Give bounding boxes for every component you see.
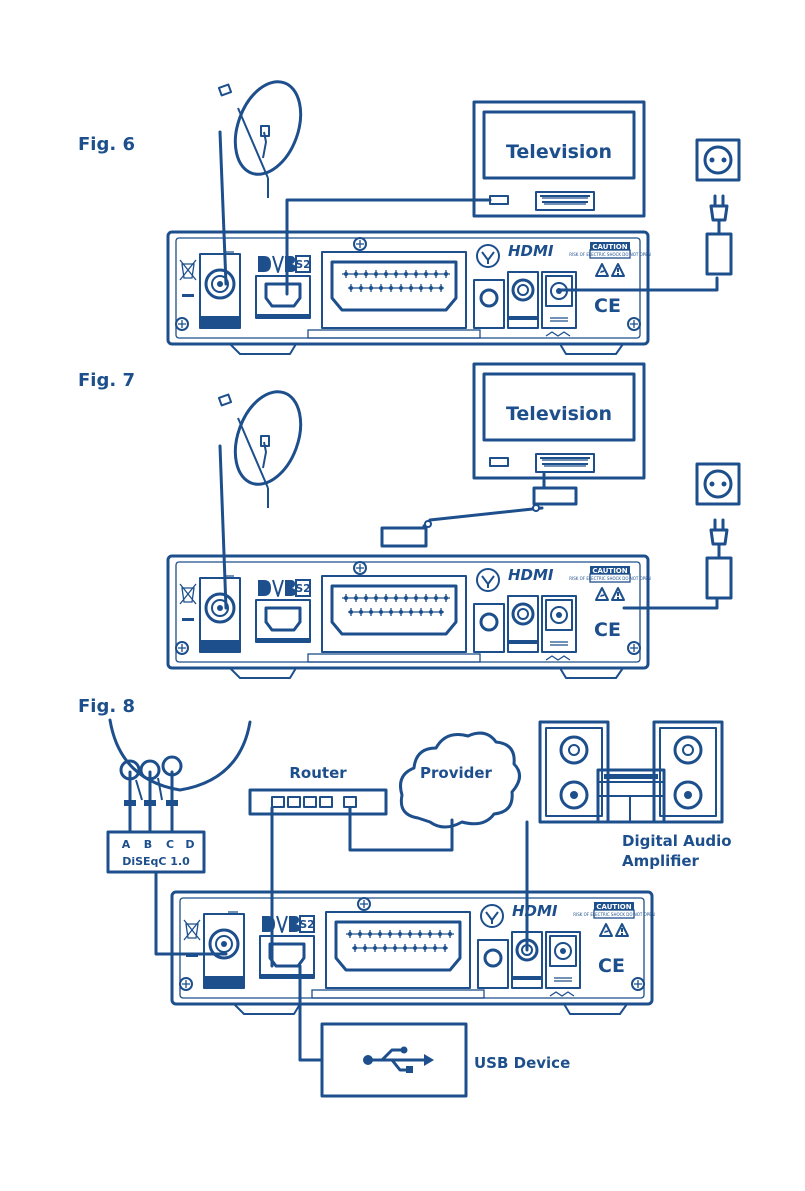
fig6-title: Fig. 6 bbox=[78, 134, 135, 155]
router-icon bbox=[250, 790, 386, 814]
diseqc-port-d: D bbox=[185, 838, 194, 851]
amplifier-label-line2: Amplifier bbox=[622, 852, 700, 870]
fig7-power-cable bbox=[624, 598, 717, 608]
usb-icon bbox=[363, 1047, 434, 1074]
diseqc-switch: A B C D DiSEqC 1.0 bbox=[108, 832, 204, 872]
router-label: Router bbox=[289, 764, 347, 782]
lnb-cluster bbox=[121, 757, 181, 832]
diseqc-port-a: A bbox=[122, 838, 131, 851]
fig7-title: Fig. 7 bbox=[78, 370, 135, 391]
power-socket-icon bbox=[697, 140, 739, 274]
provider-label: Provider bbox=[420, 764, 493, 782]
fig6-power-cable bbox=[559, 278, 717, 290]
satellite-dish-icon bbox=[219, 73, 313, 198]
power-socket-icon bbox=[697, 464, 739, 598]
fig8-usb-cable bbox=[300, 966, 322, 1060]
fig6-hdmi-cable bbox=[287, 200, 490, 294]
television-icon: Television bbox=[474, 102, 644, 216]
diseqc-port-b: B bbox=[144, 838, 152, 851]
usb-device-label: USB Device bbox=[474, 1054, 570, 1072]
fig6-receiver bbox=[168, 232, 651, 354]
fig7-tv-label: Television bbox=[506, 403, 612, 425]
scart-cable bbox=[382, 474, 576, 546]
television-icon: Television bbox=[474, 364, 644, 478]
fig7-receiver bbox=[168, 556, 651, 678]
fig6-tv-label: Television bbox=[506, 141, 612, 163]
diseqc-port-c: C bbox=[166, 838, 174, 851]
fig6-lnb-cable bbox=[220, 132, 226, 284]
fig8-receiver bbox=[172, 892, 655, 1014]
amplifier-label-line1: Digital Audio bbox=[622, 832, 732, 850]
satellite-dish-icon bbox=[219, 383, 313, 508]
speaker-icon bbox=[540, 722, 722, 822]
fig8-title: Fig. 8 bbox=[78, 696, 135, 717]
diseqc-label: DiSEqC 1.0 bbox=[122, 855, 190, 868]
fig7-lnb-cable bbox=[220, 446, 226, 608]
